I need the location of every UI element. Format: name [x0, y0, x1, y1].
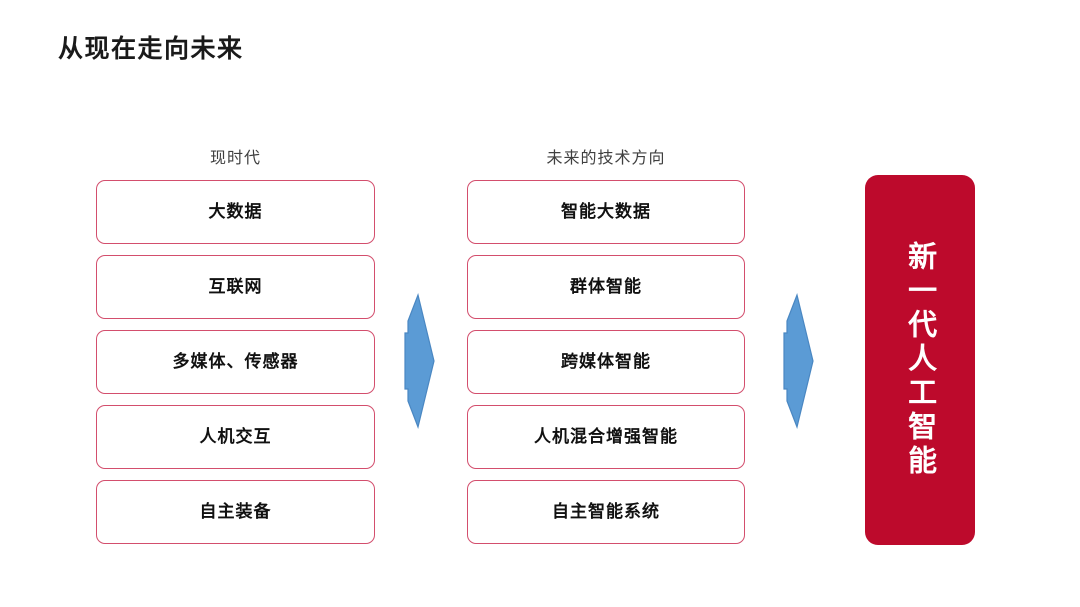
- result-banner-label: 新一代人工智能: [903, 241, 938, 479]
- stage-card-label: 多媒体、传感器: [172, 351, 299, 372]
- stage-card[interactable]: 互联网: [96, 255, 375, 319]
- stage-card-label: 自主装备: [199, 501, 272, 522]
- stage-card[interactable]: 群体智能: [467, 255, 745, 319]
- stage-card-label: 群体智能: [570, 276, 642, 297]
- stage-card[interactable]: 人机混合增强智能: [467, 405, 745, 469]
- arrow-right-icon: [783, 293, 815, 429]
- column-header-present: 现时代: [209, 148, 261, 167]
- stage-card-label: 智能大数据: [561, 201, 651, 222]
- stage-card[interactable]: 大数据: [96, 180, 375, 244]
- stage-card[interactable]: 跨媒体智能: [467, 330, 745, 394]
- stage-card-label: 人机混合增强智能: [534, 426, 678, 447]
- stage-card[interactable]: 自主装备: [96, 480, 375, 544]
- page-title: 从现在走向未来: [58, 34, 244, 63]
- card-column-present: 大数据 互联网 多媒体、传感器 人机交互 自主装备: [96, 180, 375, 544]
- stage-card[interactable]: 人机交互: [96, 405, 375, 469]
- stage-card-label: 大数据: [208, 201, 263, 222]
- stage-card-label: 人机交互: [199, 426, 272, 447]
- card-column-future: 智能大数据 群体智能 跨媒体智能 人机混合增强智能 自主智能系统: [467, 180, 745, 544]
- result-banner[interactable]: 新一代人工智能: [865, 175, 975, 545]
- column-header-future: 未来的技术方向: [546, 148, 666, 167]
- stage-card-label: 互联网: [208, 276, 263, 297]
- stage-card-label: 跨媒体智能: [561, 351, 651, 372]
- stage-card-label: 自主智能系统: [552, 501, 660, 522]
- stage-card[interactable]: 自主智能系统: [467, 480, 745, 544]
- stage-card[interactable]: 智能大数据: [467, 180, 745, 244]
- stage-card[interactable]: 多媒体、传感器: [96, 330, 375, 394]
- arrow-right-icon: [404, 293, 436, 429]
